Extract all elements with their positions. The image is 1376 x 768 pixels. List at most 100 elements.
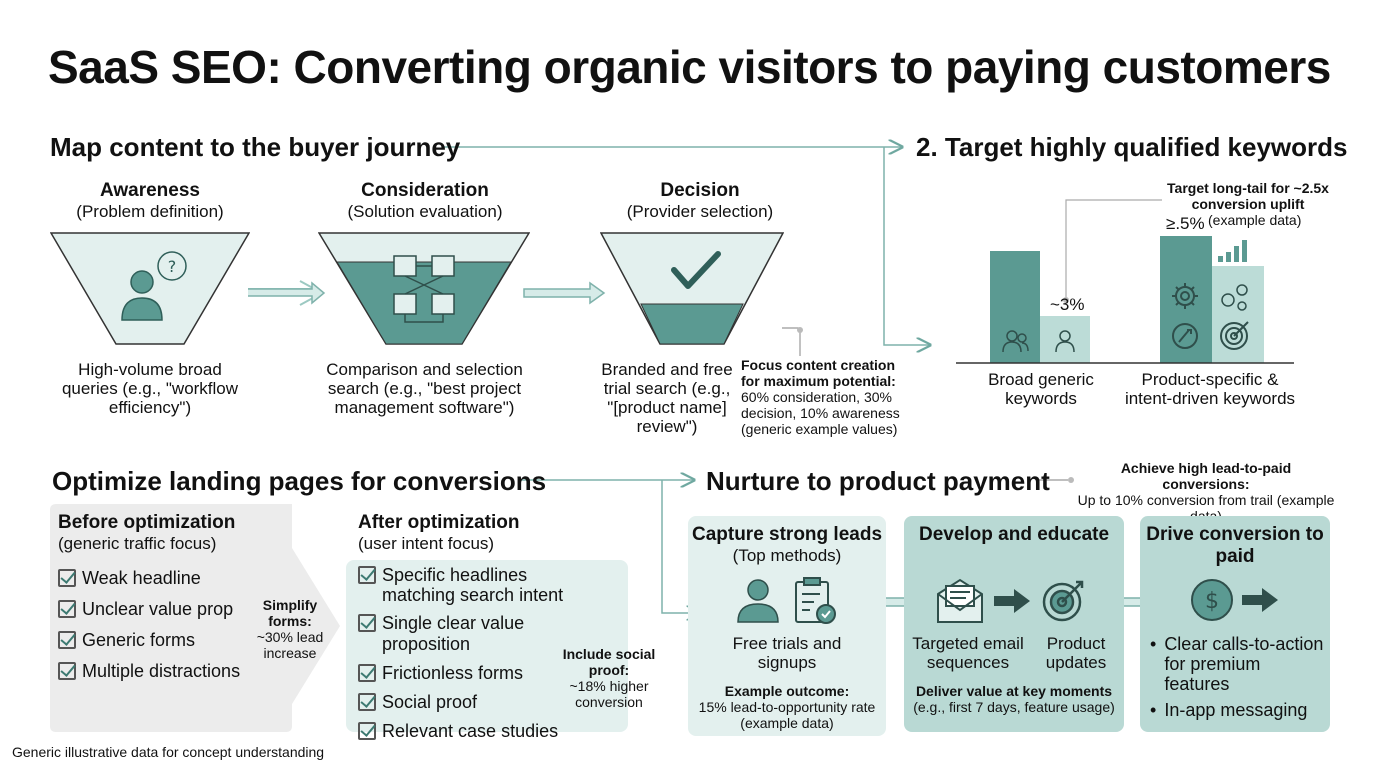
card3-list: •Clear calls-to-action for premium featu…: [1150, 634, 1328, 720]
stage-awareness-title: Awareness: [100, 180, 200, 201]
dollar-coin-icon: $: [1191, 579, 1233, 621]
person-question-icon: ?: [121, 251, 187, 321]
after-item: Social proof: [358, 692, 598, 713]
clipboard-check-icon: [795, 577, 836, 624]
keyword-callout-bold: Target long-tail for ~2.5x conversion up…: [1167, 180, 1329, 212]
checkbox-icon: [58, 631, 76, 649]
focus-callout: Focus content creation for maximum poten…: [741, 357, 911, 437]
checkbox-icon: [58, 569, 76, 587]
after-item: Frictionless forms: [358, 663, 598, 684]
card2-moments: Deliver value at key moments (e.g., firs…: [906, 683, 1122, 715]
gear-icon: [1172, 283, 1198, 309]
nurture-callout: Achieve high lead-to-paid conversions: U…: [1076, 460, 1336, 524]
drive-conversion-card: [1140, 516, 1330, 732]
after-title: After optimization: [358, 512, 520, 533]
card2-bold: Deliver value at key moments: [915, 683, 1113, 699]
stage-awareness-header: Awareness (Problem definition): [50, 180, 250, 222]
simplify-bold: Simplify forms:: [262, 597, 318, 629]
email-icon: [937, 578, 983, 623]
social-callout: Include social proof: ~18% higher conver…: [560, 646, 658, 710]
card2-icons: [937, 578, 1084, 623]
rocket-icon: [1172, 323, 1198, 349]
stage-decision-sub: (Provider selection): [626, 202, 774, 221]
focus-callout-text: 60% consideration, 30% decision, 10% awa…: [741, 389, 900, 437]
stage-awareness-sub: (Problem definition): [76, 202, 224, 221]
before-title: Before optimization: [58, 512, 236, 533]
checkbox-icon: [58, 662, 76, 680]
social-text: ~18% higher conversion: [569, 678, 649, 710]
svg-text:?: ?: [168, 257, 177, 276]
svg-text:$: $: [1205, 589, 1219, 614]
card3-item: •Clear calls-to-action for premium featu…: [1150, 634, 1324, 694]
before-sub: (generic traffic focus): [58, 534, 217, 553]
social-bold: Include social proof:: [562, 646, 656, 678]
card2-title: Develop and educate: [918, 524, 1110, 545]
card1-text: Free trials and signups: [732, 634, 842, 672]
section3-heading: Optimize landing pages for conversions: [52, 466, 547, 496]
before-item: Unclear value prop: [58, 599, 240, 620]
before-item: Generic forms: [58, 630, 240, 651]
keyword-callout-note: (example data): [1208, 212, 1302, 228]
compare-documents-icon: [393, 255, 455, 323]
stage-consideration-title: Consideration: [361, 180, 489, 201]
after-item: Specific headlines matching search inten…: [358, 565, 598, 605]
label-high: ≥.5%: [1166, 214, 1205, 233]
simplify-callout: Simplify forms: ~30% lead increase: [250, 597, 330, 661]
label-low: ~3%: [1050, 295, 1085, 314]
after-item: Single clear value proposition: [358, 613, 598, 655]
bar-broad-high: [990, 251, 1040, 363]
checkbox-icon: [358, 722, 376, 740]
stage-consideration-desc: Comparison and selection search (e.g., "…: [326, 360, 523, 417]
before-card-bg: [50, 504, 340, 732]
checkbox-icon: [358, 693, 376, 711]
page-title: SaaS SEO: Converting organic visitors to…: [48, 41, 1331, 93]
card2-label-email: Targeted email sequences: [912, 634, 1024, 672]
card1-outcome-bold: Example outcome:: [724, 683, 850, 699]
card1-outcome-text: 15% lead-to-opportunity rate (example da…: [698, 699, 876, 731]
before-list: Weak headline Unclear value prop Generic…: [58, 568, 240, 682]
before-item: Multiple distractions: [58, 661, 240, 682]
gears-icon: [1221, 284, 1248, 311]
before-item: Weak headline: [58, 568, 240, 589]
card1-icons: [737, 577, 836, 624]
card1-title: Capture strong leads: [691, 524, 883, 545]
target-icon: [1042, 580, 1084, 622]
section4-heading: Nurture to product payment: [706, 466, 1050, 496]
stage-decision-desc: Branded and free trial search (e.g., "[p…: [601, 360, 733, 436]
keyword-callout: Target long-tail for ~2.5x conversion up…: [1160, 180, 1336, 212]
arrow-right-icon: [1242, 588, 1278, 612]
checkbox-icon: [358, 614, 376, 632]
funnel-consideration: [318, 232, 530, 345]
checkmark-icon: [671, 251, 721, 289]
card1-header: Capture strong leads (Top methods): [688, 524, 886, 566]
card2-label-updates: Product updates: [1045, 634, 1107, 672]
arrow-right-icon: [994, 589, 1030, 613]
after-list: Specific headlines matching search inten…: [358, 565, 598, 742]
focus-callout-title: Focus content creation for maximum poten…: [741, 357, 896, 389]
after-sub: (user intent focus): [358, 534, 495, 553]
group-users-icon: [1002, 330, 1029, 353]
funnel-awareness: ?: [50, 232, 250, 345]
category-specific: Product-specific & intent-driven keyword…: [1124, 370, 1296, 408]
card3-item: •In-app messaging: [1150, 700, 1308, 720]
card1-outcome: Example outcome: 15% lead-to-opportunity…: [692, 683, 882, 731]
user-icon: [1055, 330, 1075, 353]
checkbox-icon: [58, 600, 76, 618]
stage-consideration-header: Consideration (Solution evaluation): [320, 180, 530, 222]
footer-note: Generic illustrative data for concept un…: [12, 744, 325, 760]
simplify-text: ~30% lead increase: [256, 629, 324, 661]
nurture-callout-bold: Achieve high lead-to-paid conversions:: [1120, 460, 1292, 492]
growth-bars-icon: [1218, 240, 1247, 262]
checkbox-icon: [358, 664, 376, 682]
card3-icons: $: [1191, 579, 1278, 621]
stage-awareness-desc: High-volume broad queries (e.g., "workfl…: [61, 360, 239, 417]
card1-sub: (Top methods): [732, 546, 842, 565]
stage-decision-header: Decision (Provider selection): [600, 180, 800, 222]
after-item: Relevant case studies: [358, 721, 598, 742]
before-card: Before optimization (generic traffic foc…: [58, 512, 235, 554]
after-card: [346, 560, 628, 732]
target-icon: [1220, 321, 1249, 350]
stage-consideration-sub: (Solution evaluation): [347, 202, 503, 221]
keyword-bar-chart: [956, 236, 1294, 364]
section2-heading: 2. Target highly qualified keywords: [916, 132, 1348, 162]
